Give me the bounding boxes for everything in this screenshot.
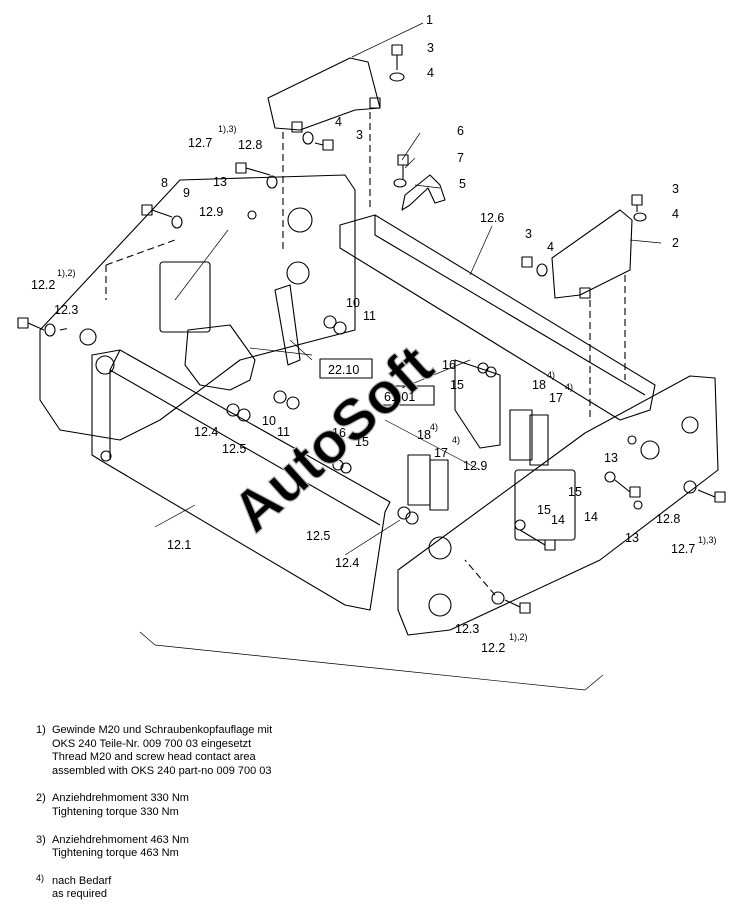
- footnote-line: as required: [52, 888, 108, 901]
- rear-cross-beam: [339, 214, 656, 421]
- callout-11: 11: [363, 309, 376, 323]
- callout-12-2: 12.2: [31, 278, 55, 292]
- ref-label-61-01: 61.01: [384, 390, 415, 404]
- callout-16: 16: [442, 358, 456, 372]
- callout-6: 6: [457, 124, 464, 138]
- callout-12-3: 12.3: [455, 622, 479, 636]
- callout-11: 11: [277, 425, 290, 439]
- footnote-number: 2): [36, 792, 46, 805]
- callout-5: 5: [459, 177, 466, 191]
- callout-12-5: 12.5: [306, 529, 330, 543]
- callout-10: 10: [262, 414, 276, 428]
- callout-1: 1: [426, 13, 433, 27]
- footnote-3: 3) Anziehdrehmoment 463 Nm Tightening to…: [36, 834, 716, 861]
- footnote-number: 1): [36, 724, 46, 736]
- callout-2: 2: [672, 236, 679, 250]
- callout-15: 15: [568, 485, 582, 499]
- footnote-number: 3): [36, 833, 46, 846]
- callout-15: 15: [537, 503, 551, 517]
- callout-14: 14: [584, 510, 598, 524]
- callout-8: 8: [161, 176, 168, 190]
- callout-4: 4: [672, 207, 679, 221]
- bolts: [17, 44, 726, 614]
- footnote-ref: 1),2): [57, 268, 76, 278]
- callout-12-9: 12.9: [463, 459, 487, 473]
- callout-14: 14: [551, 513, 565, 527]
- ref-box-61-01: [373, 385, 435, 406]
- callout-12: 12: [362, 698, 376, 700]
- callout-18: 18: [532, 378, 546, 392]
- exploded-parts-drawing: AutoSoft 1 2 3 3 3 3 4 4 4 4 5 6 7 8 9 1…: [17, 13, 726, 700]
- callout-3: 3: [525, 227, 532, 241]
- footnote-ref: 4): [565, 382, 573, 392]
- shim-stacks: [407, 409, 549, 511]
- callout-12-1: 12.1: [167, 538, 191, 552]
- footnote-ref: 1),3): [218, 124, 237, 134]
- bracket-5: [401, 174, 446, 211]
- footnote-2: 2) Anziehdrehmoment 330 Nm Tightening to…: [36, 792, 716, 819]
- callout-12-8: 12.8: [656, 512, 680, 526]
- callout-12-7: 12.7: [671, 542, 695, 556]
- callout-12-9: 12.9: [199, 205, 223, 219]
- callout-9: 9: [183, 186, 190, 200]
- callout-15: 15: [355, 435, 369, 449]
- callout-18: 18: [417, 428, 431, 442]
- footnote-ref: 1),2): [509, 632, 528, 642]
- callout-12-5: 12.5: [222, 442, 246, 456]
- callout-4: 4: [335, 115, 342, 129]
- footnote-number: 4): [36, 872, 45, 883]
- callout-7: 7: [457, 151, 464, 165]
- callout-12-3: 12.3: [54, 303, 78, 317]
- cover-plate-1: [267, 57, 381, 133]
- brackets-22-10: [184, 284, 301, 391]
- alignment-lines: [59, 112, 626, 596]
- footnote-ref: 4): [452, 435, 460, 445]
- callout-10: 10: [346, 296, 360, 310]
- callout-16: 16: [332, 426, 346, 440]
- ref-box-22-10: [319, 358, 373, 379]
- callout-12-6: 12.6: [480, 211, 504, 225]
- footnote-line: Tightening torque 463 Nm: [52, 847, 179, 860]
- footnote-line: Anziehdrehmoment 330 Nm: [52, 792, 189, 805]
- footnote-line: Gewinde M20 und Schraubenkopfauflage mit: [52, 724, 273, 736]
- footnote-line: Tightening torque 330 Nm: [52, 805, 179, 818]
- callout-4: 4: [547, 240, 554, 254]
- footnote-line: Anziehdrehmoment 463 Nm: [52, 833, 189, 846]
- footnotes: 1) Gewinde M20 und Schraubenkopfauflage …: [36, 724, 716, 916]
- callout-17: 17: [549, 391, 563, 405]
- callout-4: 4: [427, 66, 434, 80]
- footnote-4: 4) nach Bedarf as required: [36, 872, 716, 902]
- callout-3: 3: [672, 182, 679, 196]
- footnote-line: Thread M20 and screw head contact area: [52, 751, 256, 764]
- callout-13: 13: [604, 451, 618, 465]
- washers-nuts: [44, 72, 697, 605]
- front-right-side-plate: [397, 375, 719, 636]
- footnote-ref: 4): [547, 370, 555, 380]
- callout-labels: 1 2 3 3 3 3 4 4 4 4 5 6 7 8 9 10 10 11 1…: [31, 13, 717, 700]
- footnote-ref: 1),3): [698, 535, 717, 545]
- ref-label-22-10: 22.10: [328, 363, 359, 377]
- callout-15: 15: [450, 378, 464, 392]
- footnote-line: nach Bedarf: [52, 874, 112, 887]
- callout-13: 13: [625, 531, 639, 545]
- footnote-line: OKS 240 Teile-Nr. 009 700 03 eingesetzt: [52, 737, 252, 750]
- footnote-line: assembled with OKS 240 part-no 009 700 0…: [52, 764, 272, 777]
- callout-12-4: 12.4: [335, 556, 359, 570]
- bracket-61-01: [454, 359, 501, 449]
- callout-3: 3: [356, 128, 363, 142]
- footnote-1: 1) Gewinde M20 und Schraubenkopfauflage …: [36, 724, 716, 778]
- callout-17: 17: [434, 446, 448, 460]
- callout-12-2: 12.2: [481, 641, 505, 655]
- callout-12-7: 12.7: [188, 136, 212, 150]
- footnote-ref: 4): [430, 422, 438, 432]
- rear-left-side-plate: [39, 174, 356, 441]
- callout-3: 3: [427, 41, 434, 55]
- callout-13: 13: [213, 175, 227, 189]
- left-longitudinal-beam: [91, 349, 391, 611]
- cover-plate-2: [551, 209, 633, 299]
- callout-12-4: 12.4: [194, 425, 218, 439]
- callout-12-8: 12.8: [238, 138, 262, 152]
